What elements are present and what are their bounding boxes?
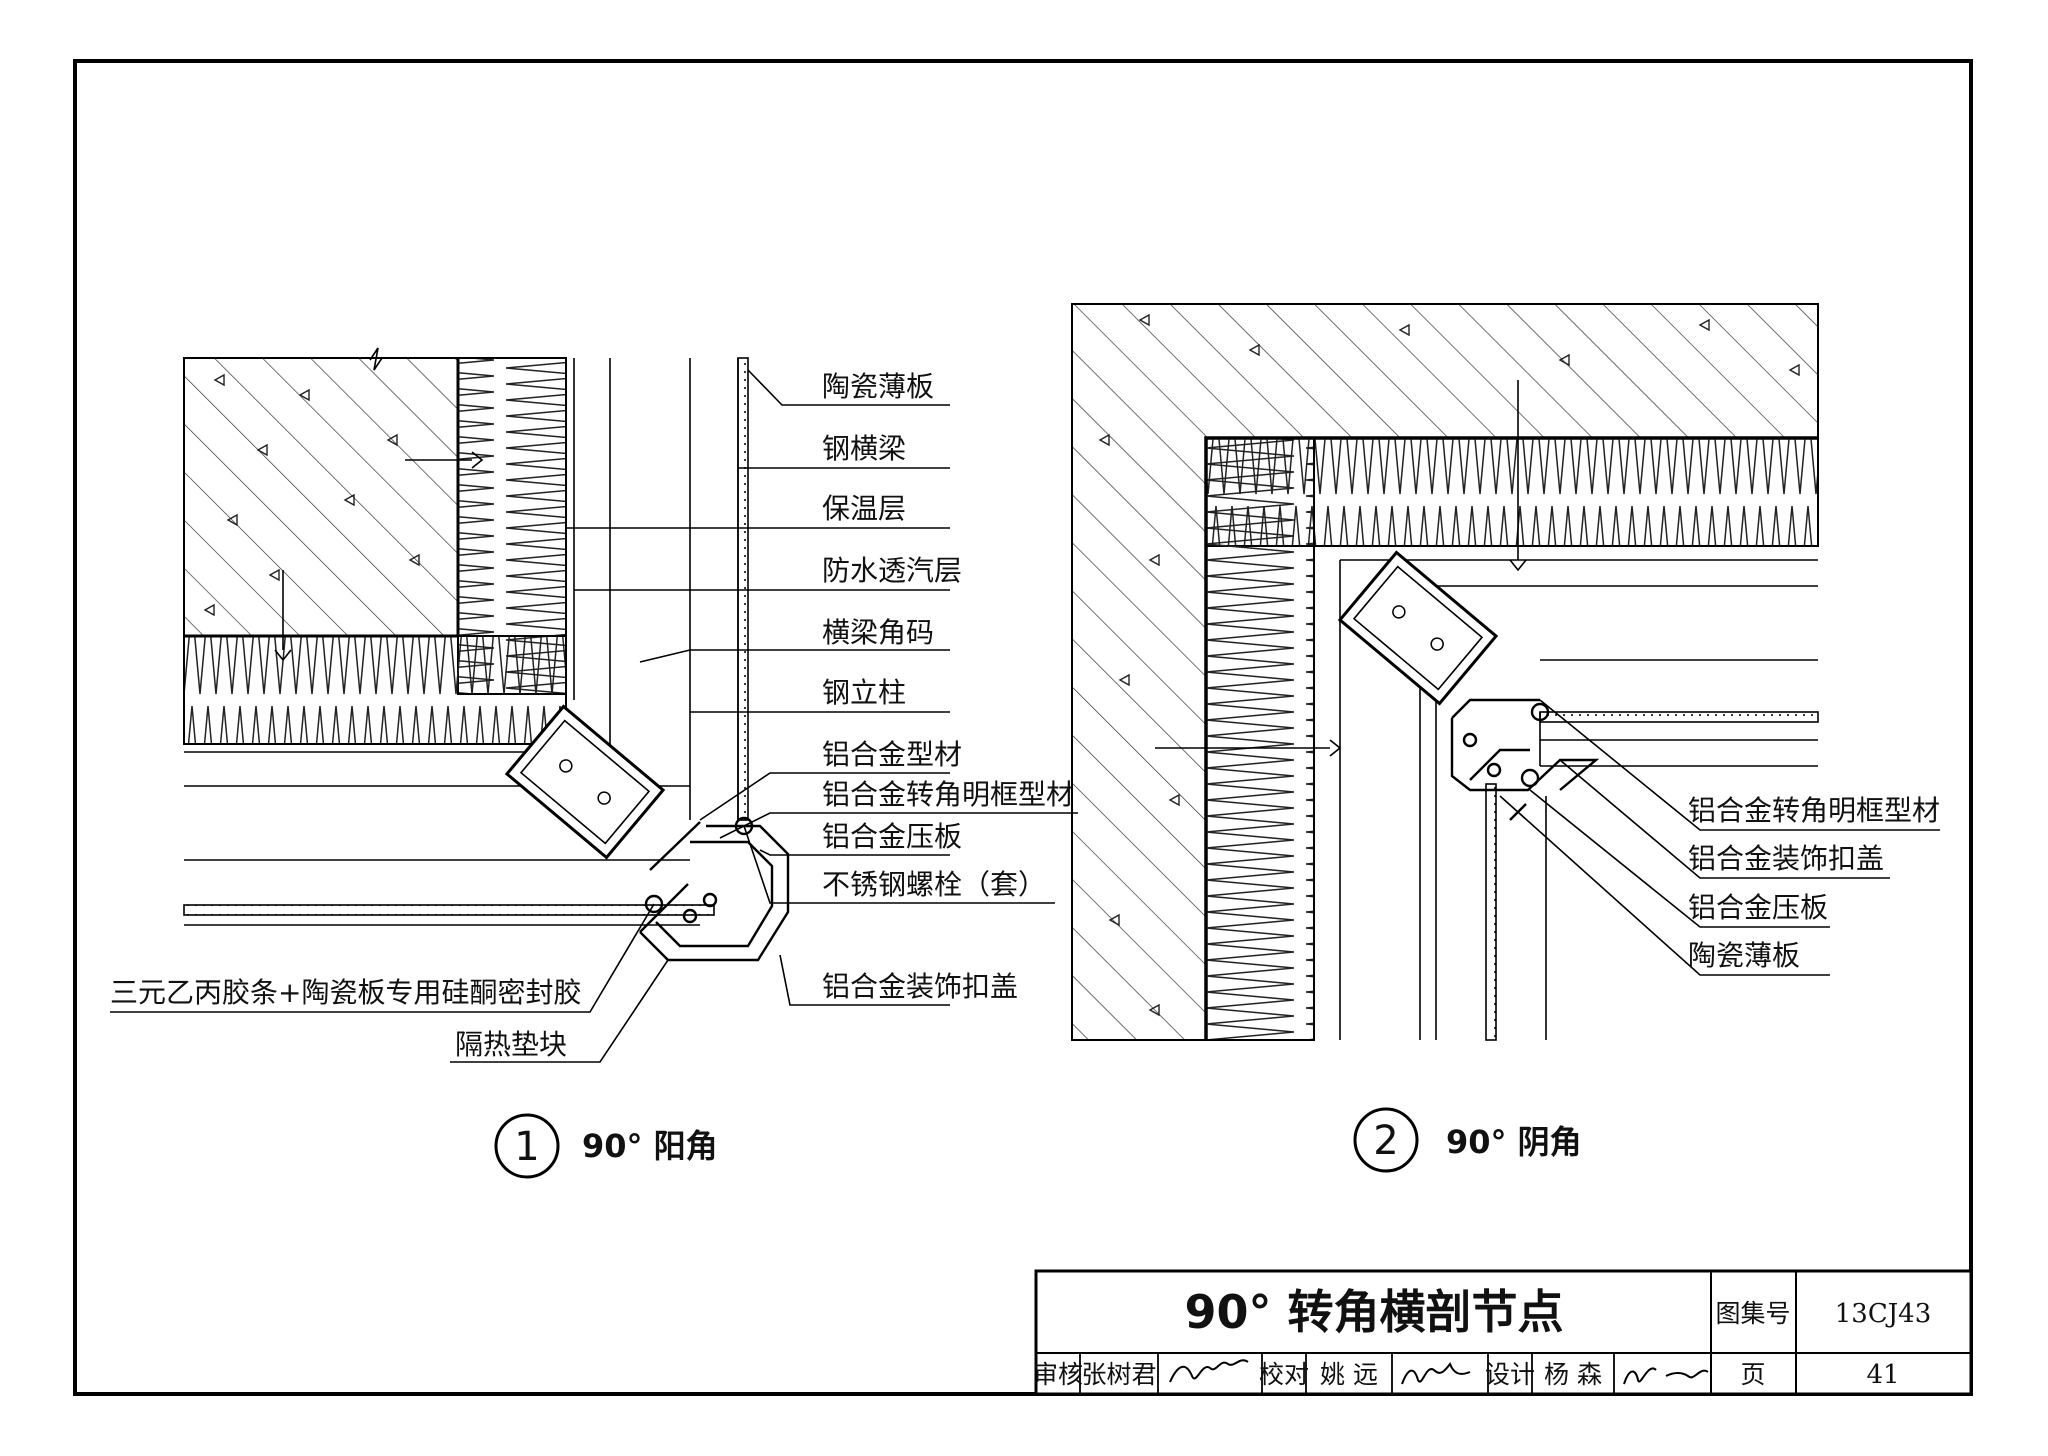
label-al-cover: 铝合金装饰扣盖 <box>822 970 1018 1003</box>
insulation-layer-2 <box>1204 436 1819 1041</box>
design-label: 设计 <box>1485 1360 1535 1389</box>
label-insulation: 保温层 <box>822 492 906 525</box>
page-number: 41 <box>1866 1360 1899 1390</box>
check-label: 校对 <box>1259 1360 1309 1389</box>
sheet-border <box>73 59 1973 1396</box>
steel-tube-2 <box>1337 550 1499 706</box>
drawing-title: 90° 转角横剖节点 <box>1184 1285 1563 1339</box>
caption-detail-1: 1 90° 阳角 <box>494 1113 718 1179</box>
label-thermal-pad: 隔热垫块 <box>455 1028 567 1061</box>
anchor-bolts <box>274 451 484 662</box>
label-al-corner-frame: 铝合金转角明框型材 <box>822 778 1074 811</box>
insulation-layer <box>183 357 567 745</box>
detail-2-number: 2 <box>1373 1118 1398 1164</box>
detail-2-caption: 90° 阴角 <box>1446 1123 1582 1161</box>
page-label: 页 <box>1740 1360 1765 1389</box>
label-membrane: 防水透汽层 <box>822 554 962 587</box>
label-ceramic-panel: 陶瓷薄板 <box>822 370 934 403</box>
checker-name: 姚 远 <box>1320 1360 1378 1389</box>
label-steel-column: 钢立柱 <box>822 676 906 709</box>
detail-1-caption: 90° 阳角 <box>582 1127 718 1165</box>
ceramic-panels <box>183 357 749 926</box>
framing-lines-2 <box>1339 559 1818 1040</box>
label-beam-bracket: 横梁角码 <box>822 616 934 649</box>
labels-detail-2: 铝合金转角明框型材 铝合金装饰扣盖 铝合金压板 陶瓷薄板 <box>1688 794 1940 972</box>
title-block: 90° 转角横剖节点 图集号 13CJ43 审核 张树君 校对 姚 远 设计 杨… <box>1033 1269 1973 1396</box>
concrete-wall <box>183 347 459 637</box>
label-al-profile: 铝合金型材 <box>822 738 962 771</box>
label2-al-corner-frame: 铝合金转角明框型材 <box>1688 794 1940 827</box>
designer-name: 杨 森 <box>1544 1360 1602 1389</box>
checker-signature <box>1401 1361 1471 1385</box>
label-ss-bolt: 不锈钢螺栓（套） <box>822 868 1046 901</box>
ceramic-panels-2 <box>1485 711 1819 1041</box>
label2-al-cover: 铝合金装饰扣盖 <box>1688 842 1884 875</box>
leader-lines-1 <box>110 369 1078 1063</box>
label2-al-press-plate: 铝合金压板 <box>1688 891 1828 924</box>
designer-signature <box>1623 1367 1709 1385</box>
labels-detail-1: 陶瓷薄板 钢横梁 保温层 防水透汽层 横梁角码 钢立柱 铝合金型材 铝合金转角明… <box>110 370 1074 1061</box>
review-label: 审核 <box>1033 1360 1083 1389</box>
steel-tube <box>504 704 666 860</box>
atlas-label: 图集号 <box>1715 1299 1790 1328</box>
label-epdm-sealant: 三元乙丙胶条+陶瓷板专用硅酮密封胶 <box>110 976 581 1009</box>
caption-detail-2: 2 90° 阴角 <box>1353 1107 1582 1173</box>
label2-ceramic-panel: 陶瓷薄板 <box>1688 939 1800 972</box>
atlas-number: 13CJ43 <box>1835 1299 1931 1329</box>
detail-2-inside-corner: 铝合金转角明框型材 铝合金装饰扣盖 铝合金压板 陶瓷薄板 2 90° 阴角 <box>1071 303 1940 1173</box>
anchor-bolts-2 <box>1155 380 1527 757</box>
detail-1-number: 1 <box>514 1124 539 1170</box>
reviewer-name: 张树君 <box>1081 1360 1156 1389</box>
label-al-press-plate: 铝合金压板 <box>822 820 962 853</box>
detail-1-outside-corner: 陶瓷薄板 钢横梁 保温层 防水透汽层 横梁角码 钢立柱 铝合金型材 铝合金转角明… <box>110 347 1078 1179</box>
label-steel-beam: 钢横梁 <box>822 432 906 465</box>
leader-lines-2 <box>1499 699 1940 976</box>
reviewer-signature <box>1169 1359 1249 1383</box>
